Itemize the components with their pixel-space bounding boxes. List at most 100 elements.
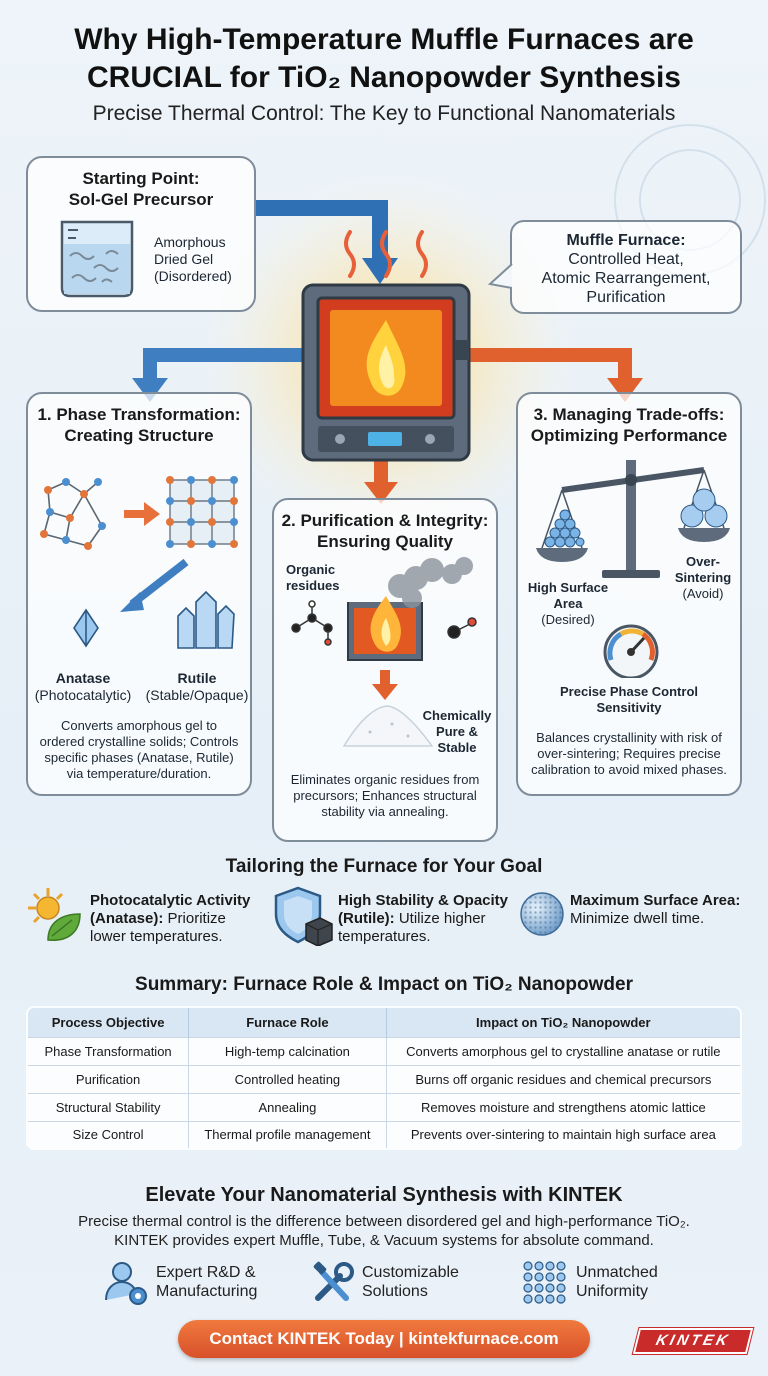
table-cell: Converts amorphous gel to crystalline an… (386, 1036, 740, 1065)
muffle-furnace-callout: Muffle Furnace: Controlled Heat, Atomic … (510, 220, 742, 314)
high-line3: (Desired) (541, 612, 595, 627)
pure-line2: Pure & (436, 724, 478, 739)
rutile-label: Rutile (Stable/Opaque) (140, 670, 254, 704)
furnace-callout-line1: Controlled Heat, (568, 251, 684, 268)
goal-photocatalytic: Photocatalytic Activity (Anatase): Prior… (90, 892, 270, 946)
starting-point-description: Amorphous Dried Gel (Disordered) (154, 234, 232, 285)
rutile-name: Rutile (177, 670, 217, 686)
balance-scale-icon (536, 460, 730, 578)
organic-line2: residues (286, 578, 340, 593)
table-cell: Removes moisture and strengthens atomic … (386, 1092, 740, 1121)
phase-transformation-card: 1. Phase Transformation: Creating Struct… (26, 392, 252, 796)
anatase-crystal-icon (73, 608, 99, 648)
large-particles-icon (680, 488, 728, 528)
tradeoffs-description: Balances crystallinity with risk of over… (518, 730, 740, 778)
over-line3: (Avoid) (682, 586, 724, 601)
elevate-title: Elevate Your Nanomaterial Synthesis with… (145, 1184, 623, 1206)
feature-customizable: Customizable Solutions (362, 1263, 459, 1301)
pure-line3: Stable (437, 740, 477, 755)
crystal-lattice-icon (166, 476, 238, 548)
purification-title-line2: Ensuring Quality (316, 532, 454, 551)
heat-waves-icon (344, 230, 428, 278)
page-title-line1: Why High-Temperature Muffle Furnaces are (74, 23, 694, 56)
table-header-row: Process Objective Furnace Role Impact on… (28, 1008, 740, 1037)
goal-photocatalytic-rest2: lower temperatures. (90, 928, 223, 945)
beaker-icon (60, 220, 134, 298)
tools-icon (313, 1261, 354, 1301)
table-row: Size Control Thermal profile management … (28, 1120, 740, 1148)
table-cell: Purification (28, 1064, 190, 1093)
goal-surface-area: Maximum Surface Area: Minimize dwell tim… (570, 892, 750, 928)
summary-title: Summary: Furnace Role & Impact on TiO₂ N… (135, 974, 633, 995)
furnace-to-tradeoffs-arrow (468, 348, 632, 382)
starting-point-title-line2: Sol-Gel Precursor (68, 190, 214, 209)
precise-phase-control-label: Precise Phase Control Sensitivity (518, 684, 740, 716)
phase-desc-line2: ordered crystalline solids; Controls (39, 734, 239, 749)
tradeoffs-desc-line1: Balances crystallinity with risk of (536, 730, 722, 745)
goal-surface-bold1: Maximum Surface Area: (570, 892, 741, 909)
feature-customizable-line1: Customizable (362, 1264, 459, 1281)
high-line2: Area (553, 596, 583, 611)
anatase-label: Anatase (Photocatalytic) (28, 670, 138, 704)
phase-description: Converts amorphous gel to ordered crysta… (28, 718, 250, 782)
purification-description: Eliminates organic residues from precurs… (274, 772, 496, 820)
sun-leaf-icon (28, 888, 81, 941)
goal-photocatalytic-bold2: (Anatase): (90, 910, 164, 927)
start-desc-line1: Amorphous (154, 234, 226, 250)
purification-desc-line2: precursors; Enhances structural (293, 788, 477, 803)
dot-grid-icon (523, 1261, 566, 1304)
anatase-sub: (Photocatalytic) (34, 687, 132, 703)
residue-molecule-icon (447, 617, 477, 639)
furnace-to-phase-arrow (143, 348, 305, 382)
column-header: Impact on TiO₂ Nanopowder (386, 1008, 740, 1037)
over-line1: Over- (686, 554, 720, 569)
crucible-flame-icon (347, 596, 423, 661)
table-cell: Prevents over-sintering to maintain high… (386, 1120, 740, 1148)
summary-table-wrapper: Process Objective Furnace Role Impact on… (26, 1006, 742, 1150)
feature-expert-line1: Expert R&D & (156, 1264, 256, 1281)
amorphous-network-icon (40, 478, 106, 550)
purification-illustration (291, 557, 477, 747)
table-cell: Burns off organic residues and chemical … (386, 1064, 740, 1093)
organic-line1: Organic (286, 562, 336, 577)
feature-uniformity-line2: Uniformity (576, 1283, 649, 1300)
furnace-callout-line2: Atomic Rearrangement, (541, 270, 711, 287)
column-header: Furnace Role (188, 1008, 387, 1037)
contact-cta-button[interactable]: Contact KINTEK Today | kintekfurnace.com (178, 1320, 590, 1358)
feature-customizable-line2: Solutions (362, 1283, 428, 1300)
furnace-illustration (301, 283, 471, 462)
goal-stability-rest1: Utilize higher (394, 910, 486, 927)
table-cell: High-temp calcination (188, 1036, 387, 1065)
feature-expert-line2: Manufacturing (156, 1283, 258, 1300)
table-row: Structural Stability Annealing Removes m… (28, 1092, 740, 1121)
powder-pile-icon (342, 705, 434, 747)
column-header: Process Objective (28, 1008, 190, 1037)
callout-pointer (488, 263, 513, 289)
phase-transformation-illustration (40, 476, 238, 649)
starting-point-card: Starting Point: Sol-Gel Precursor Amorph… (26, 156, 256, 312)
phase-title-line2: Creating Structure (64, 426, 214, 445)
right-arrow-icon (124, 502, 160, 526)
purification-desc-line3: stability via annealing. (321, 804, 449, 819)
small-particles-icon (544, 509, 585, 548)
smoke-icon (388, 557, 473, 608)
organic-molecule-icon (291, 600, 333, 646)
pure-line1: Chemically (422, 708, 492, 723)
gauge-line1: Precise Phase Control (560, 684, 698, 699)
flow-diagram-graphics (132, 124, 766, 550)
kintek-logo: KINTEK (631, 1327, 755, 1355)
tradeoffs-title-line2: Optimizing Performance (530, 426, 728, 445)
table-cell: Thermal profile management (188, 1120, 387, 1148)
gauge-icon (603, 624, 659, 678)
tradeoffs-title-line1: 3. Managing Trade-offs: (533, 405, 725, 424)
starting-point-title-line1: Starting Point: (82, 169, 200, 188)
goal-surface-rest2: Minimize dwell time. (570, 910, 705, 927)
goal-photocatalytic-bold1: Photocatalytic Activity (90, 892, 251, 909)
tailoring-title: Tailoring the Furnace for Your Goal (225, 856, 543, 877)
table-cell: Size Control (28, 1120, 190, 1148)
goal-photocatalytic-rest1: Prioritize (163, 910, 226, 927)
start-desc-line3: (Disordered) (154, 268, 232, 284)
porous-sphere-icon (520, 892, 564, 936)
table-cell: Controlled heating (188, 1064, 387, 1093)
elevate-line1: Precise thermal control is the differenc… (78, 1213, 690, 1230)
